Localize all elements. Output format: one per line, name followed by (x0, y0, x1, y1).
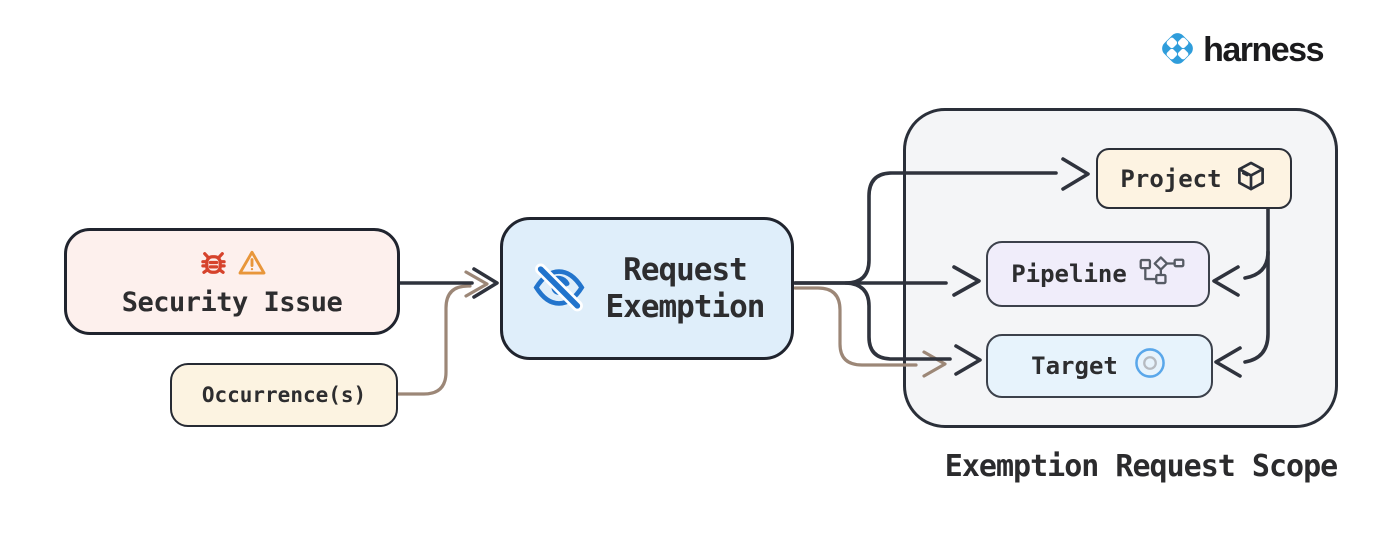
node-request-exemption: Request Exemption (500, 217, 794, 360)
request-exemption-line1: Request (623, 251, 748, 288)
eye-off-icon (530, 258, 588, 320)
node-occurrences: Occurrence(s) (170, 363, 398, 427)
occurrences-label: Occurrence(s) (201, 383, 367, 407)
edge-occurrences-to-request-exemption (396, 270, 489, 396)
package-icon (1234, 159, 1268, 199)
security-issue-label: Security Issue (121, 286, 343, 318)
harness-diamond-icon (1157, 28, 1198, 73)
project-label: Project (1120, 164, 1222, 193)
edge-security-to-request-exemption (398, 267, 499, 299)
node-pipeline: Pipeline (986, 241, 1210, 307)
node-target: Target (986, 334, 1213, 398)
warning-icon (237, 248, 267, 282)
pipeline-label: Pipeline (1011, 260, 1127, 288)
node-security-issue: Security Issue (64, 228, 400, 335)
target-label: Target (1031, 352, 1118, 380)
request-exemption-label: Request Exemption (605, 251, 766, 325)
target-icon (1132, 345, 1168, 387)
harness-wordmark: harness (1203, 31, 1324, 69)
exemption-scope-caption: Exemption Request Scope (944, 449, 1338, 484)
pipeline-icon (1139, 256, 1185, 292)
request-exemption-line2: Exemption (605, 288, 766, 325)
harness-logo: harness (1157, 28, 1324, 73)
node-project: Project (1096, 148, 1292, 209)
bug-icon (198, 248, 229, 283)
